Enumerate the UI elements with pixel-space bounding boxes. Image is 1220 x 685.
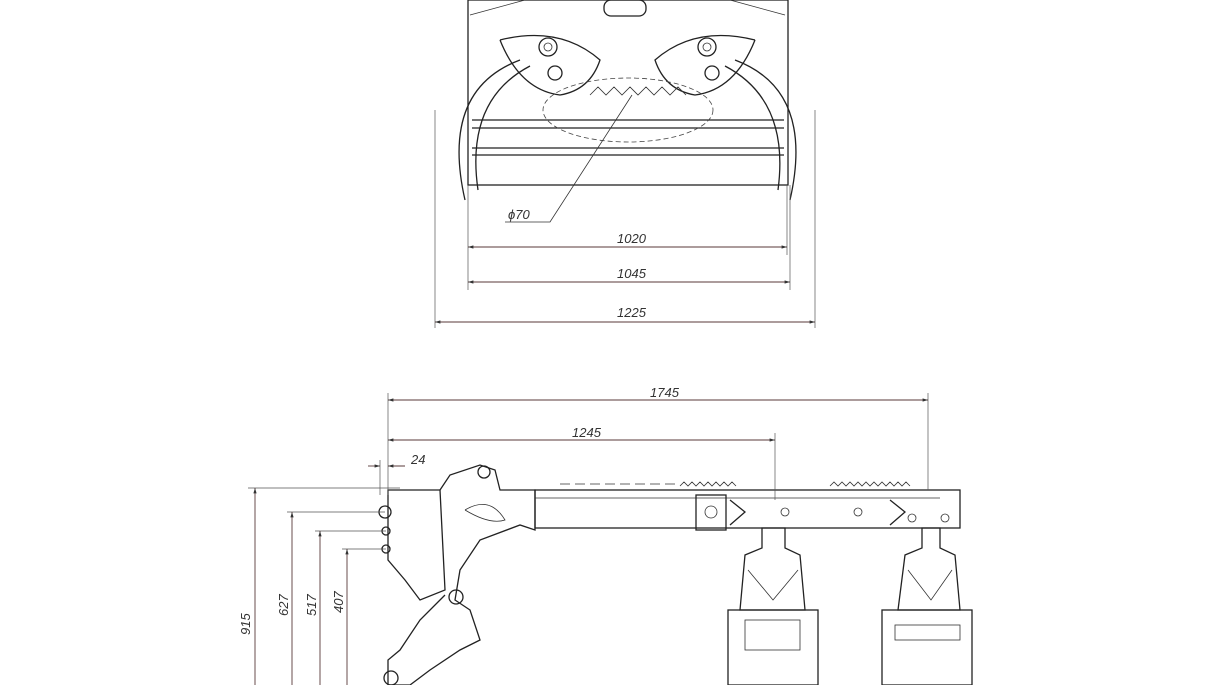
dimension-517: 517 bbox=[304, 531, 322, 685]
dimension-label: 1225 bbox=[617, 305, 647, 320]
dimension-label: 1245 bbox=[572, 425, 602, 440]
dimension-label: 915 bbox=[238, 613, 253, 635]
dimension-label: 1745 bbox=[650, 385, 680, 400]
dimension-label: 1020 bbox=[617, 231, 647, 246]
dimension-label: 24 bbox=[410, 452, 425, 467]
dimension-1745: 1745 bbox=[388, 385, 928, 402]
dimension-627: 627 bbox=[276, 512, 294, 685]
dimension-label: 407 bbox=[331, 591, 346, 613]
crane-side-view bbox=[378, 464, 973, 685]
diameter-label: ϕ70 bbox=[508, 207, 530, 222]
dimension-915: 915 bbox=[238, 488, 257, 685]
dimension-1225: 1225 bbox=[435, 305, 815, 324]
dimension-label: 627 bbox=[276, 594, 291, 616]
dimension-407: 407 bbox=[331, 549, 349, 685]
dimension-24: 24 bbox=[368, 452, 425, 468]
dimension-1020: 1020 bbox=[468, 231, 787, 249]
dimension-1045: 1045 bbox=[468, 266, 790, 284]
dimension-label: 517 bbox=[304, 594, 319, 616]
dimension-label: 1045 bbox=[617, 266, 647, 281]
dimension-1245: 1245 bbox=[388, 425, 775, 442]
grapple-top-view bbox=[458, 0, 797, 201]
diameter-leader bbox=[505, 94, 633, 223]
